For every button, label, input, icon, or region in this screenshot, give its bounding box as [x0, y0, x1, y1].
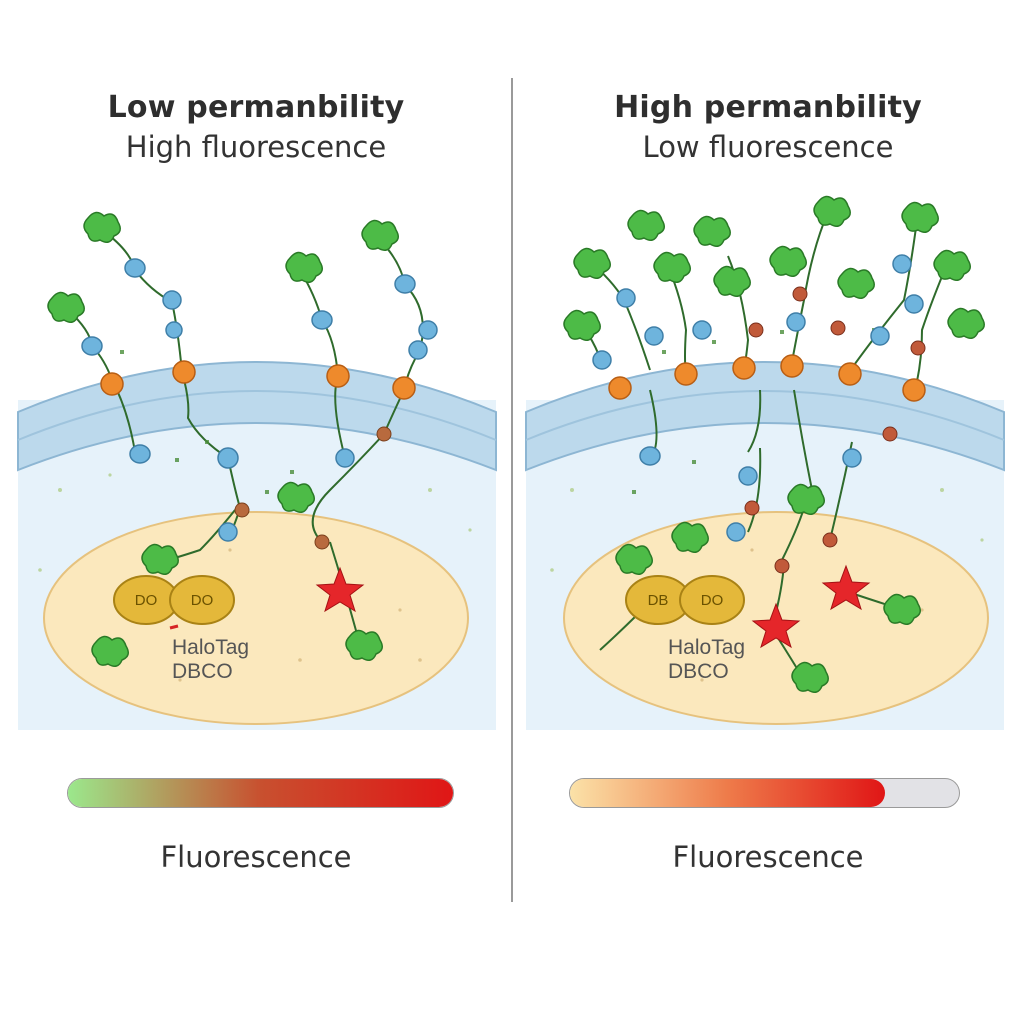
cell-diagram: DB DO: [525, 195, 1005, 730]
bead-label: DO: [191, 592, 214, 609]
panel-subtitle: High fluorescence: [125, 130, 387, 164]
fluorescence-bar: [67, 778, 454, 808]
cell-diagram: DO DO: [17, 211, 497, 730]
nucleus: [43, 511, 469, 725]
dbco-label: DBCO: [668, 660, 729, 683]
halotag-label: HaloTag: [172, 636, 250, 659]
fluorescence-label: Fluorescence: [672, 840, 864, 874]
bead-label: DO: [135, 592, 158, 609]
leaf-molecule-icon: [563, 195, 985, 693]
halotag-label: HaloTag: [668, 636, 746, 659]
leaf-molecule-icon: [47, 211, 399, 667]
star-fluorophore-icon: [751, 564, 871, 649]
fluorescence-label: Fluorescence: [160, 840, 352, 874]
halotag-dimer: DB DO: [625, 575, 745, 625]
bead-label: DO: [701, 592, 724, 609]
panel-title: Low permanbility: [107, 90, 405, 125]
fluorescence-fill: [570, 779, 886, 807]
dbco-label: DBCO: [172, 660, 233, 683]
panel-low-permeability: Low permanbility High fluorescence: [17, 90, 497, 874]
panel-title: High permanbility: [614, 90, 922, 125]
halotag-dimer: DO DO: [113, 575, 235, 625]
panel-subtitle: Low fluorescence: [642, 130, 894, 164]
fluorescence-bar: [569, 778, 960, 808]
panel-divider: [511, 78, 513, 902]
fluorescence-fill: [68, 779, 453, 807]
panel-high-permeability: High permanbility Low fluorescence: [512, 0, 1024, 1024]
bead-label: DB: [648, 592, 669, 609]
star-fluorophore-icon: [315, 566, 365, 613]
